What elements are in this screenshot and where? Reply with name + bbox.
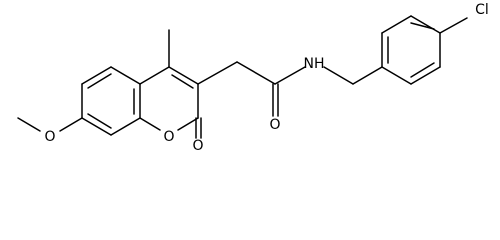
acetamide-chain <box>197 61 383 117</box>
chemical-structure-diagram: O O O O NH Cl <box>17 2 489 154</box>
lactone-oxygen-label: O <box>192 138 203 154</box>
amide-oxygen-label: O <box>269 117 280 133</box>
amide-nitrogen-label: NH <box>304 56 325 72</box>
chlorophenyl-ring <box>381 15 468 85</box>
ring-oxygen-label: O <box>163 129 174 145</box>
methoxy-oxygen-label: O <box>44 129 55 145</box>
lactone-carbonyl <box>195 117 202 139</box>
chlorine-label: Cl <box>475 2 489 18</box>
molecule-drawing: O O O O NH Cl <box>17 2 489 154</box>
coumarin-pyranone-ring <box>139 66 199 131</box>
methoxy-group <box>17 117 83 132</box>
coumarin-benzo-ring <box>81 66 141 136</box>
